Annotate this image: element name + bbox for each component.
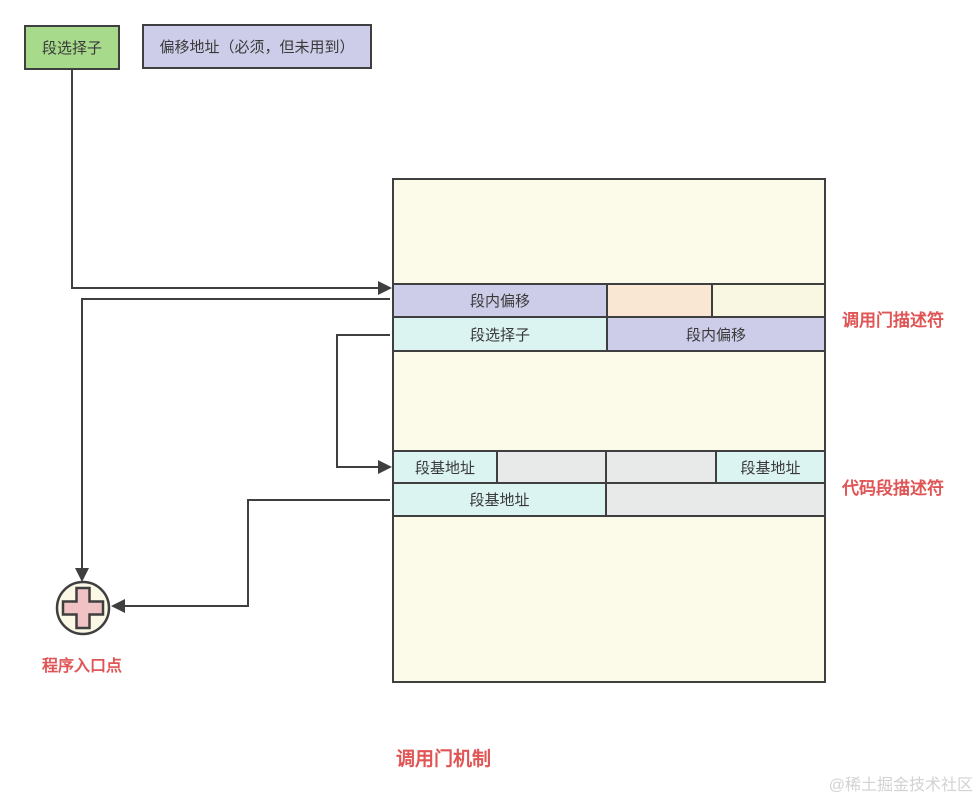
arrow-selector-to-callgate bbox=[71, 70, 380, 289]
call-gate-row-low: 段选择子 段内偏移 bbox=[392, 316, 826, 352]
call-gate-selector-cell: 段选择子 bbox=[394, 318, 608, 350]
descriptor-table-box bbox=[392, 178, 826, 683]
code-segment-row-low: 段基地址 bbox=[392, 482, 826, 517]
cell-label: 段选择子 bbox=[469, 326, 530, 344]
arrowhead-down-entry bbox=[75, 568, 89, 582]
arrowhead-right-callgate bbox=[378, 281, 392, 295]
plus-icon bbox=[61, 586, 105, 630]
code-segment-base-low-cell: 段基地址 bbox=[394, 452, 498, 482]
code-segment-attr-cell-a bbox=[498, 452, 607, 482]
arrow-gateselector-to-codeseg bbox=[336, 334, 390, 468]
arrow-offset-to-entry bbox=[81, 298, 390, 572]
code-segment-descriptor-label: 代码段描述符 bbox=[842, 479, 944, 498]
cell-label: 段基地址 bbox=[740, 459, 801, 477]
call-gate-attr-cell bbox=[608, 285, 713, 316]
diagram-title: 调用门机制 bbox=[396, 749, 492, 770]
arrow-base-to-entry bbox=[124, 499, 390, 607]
offset-address-box: 偏移地址（必须，但未用到） bbox=[142, 24, 372, 69]
cell-label: 段基地址 bbox=[469, 492, 530, 509]
cell-label: 段内偏移 bbox=[685, 326, 746, 344]
arrowhead-right-codeseg bbox=[378, 460, 392, 474]
watermark-text: @稀土掘金技术社区 bbox=[828, 777, 973, 794]
code-segment-base-mid-cell: 段基地址 bbox=[394, 484, 607, 515]
cell-label: 段内偏移 bbox=[469, 293, 530, 310]
call-gate-row-high: 段内偏移 bbox=[392, 283, 826, 318]
call-gate-offset-high-cell: 段内偏移 bbox=[394, 285, 608, 316]
code-segment-limit-cell bbox=[607, 484, 824, 515]
segment-selector-box: 段选择子 bbox=[24, 25, 120, 70]
segment-selector-label: 段选择子 bbox=[41, 40, 102, 57]
call-gate-count-cell bbox=[713, 285, 824, 316]
cell-label: 段基地址 bbox=[414, 459, 475, 477]
arrowhead-left-entry bbox=[111, 599, 125, 613]
call-gate-offset-low-cell: 段内偏移 bbox=[608, 318, 824, 350]
plus-circle-icon bbox=[55, 580, 111, 636]
code-segment-row-high: 段基地址 段基地址 bbox=[392, 450, 826, 484]
adder-circle bbox=[55, 580, 111, 636]
code-segment-base-high-cell: 段基地址 bbox=[717, 452, 824, 482]
code-segment-attr-cell-b bbox=[607, 452, 717, 482]
call-gate-descriptor-label: 调用门描述符 bbox=[842, 311, 944, 330]
offset-address-label: 偏移地址（必须，但未用到） bbox=[159, 39, 355, 56]
program-entry-point-label: 程序入口点 bbox=[42, 658, 123, 675]
